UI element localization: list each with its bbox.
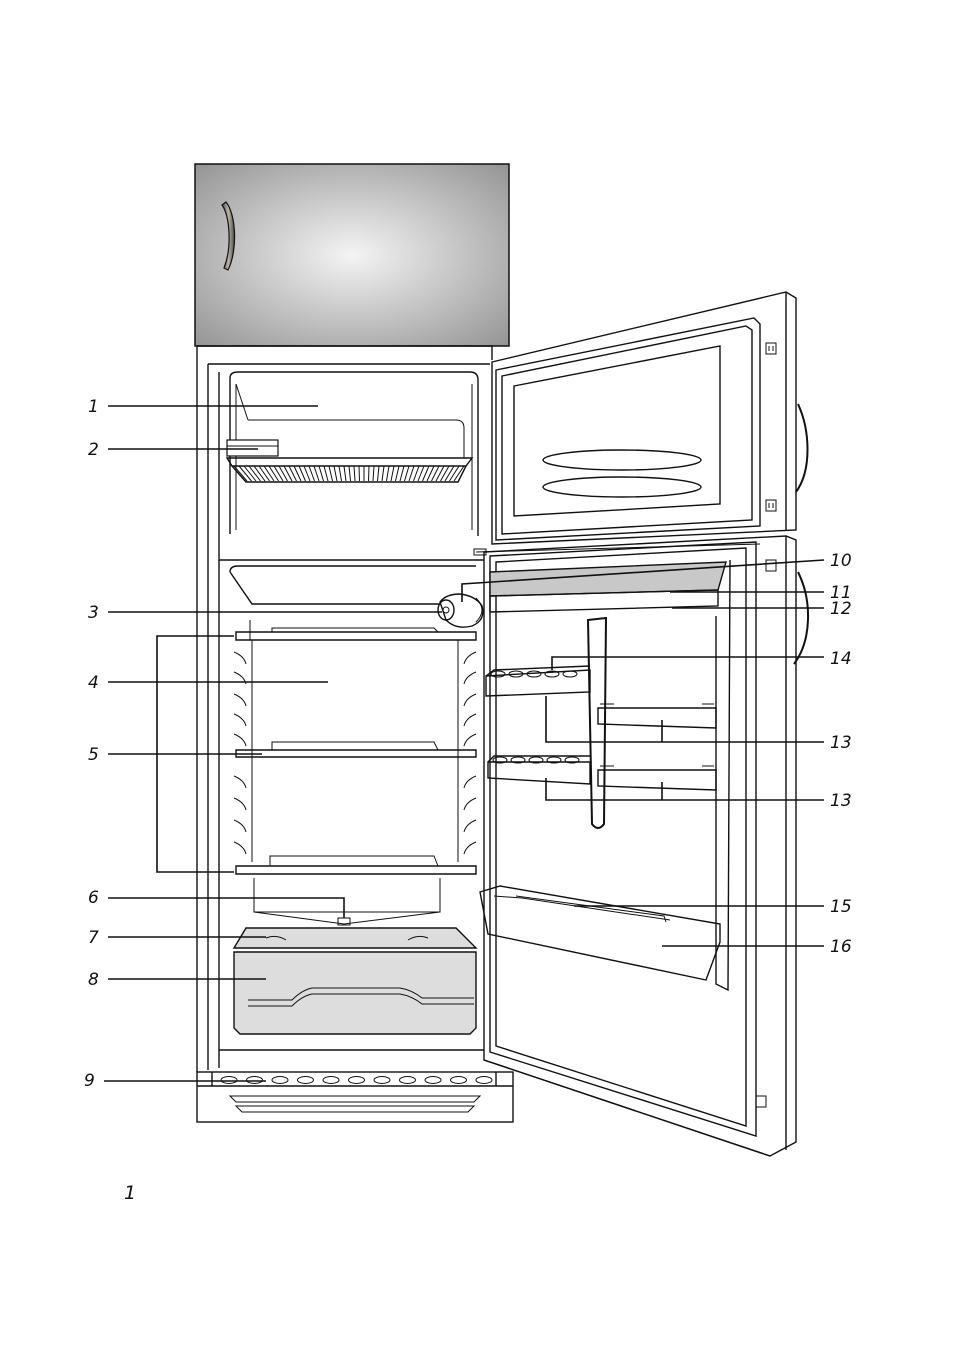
- glass-shelf-top: [236, 628, 476, 640]
- fridge-compartment: [157, 566, 513, 1122]
- figure-number: 1: [124, 1182, 136, 1204]
- crisper-cover: [234, 928, 476, 948]
- freezer-compartment: [227, 372, 478, 536]
- callout-10: 10: [830, 551, 852, 571]
- egg-rack-lower: [488, 756, 590, 784]
- door-shelf-lower-right: [598, 766, 716, 790]
- callout-2: 2: [88, 440, 99, 460]
- callout-16: 16: [830, 937, 852, 957]
- callout-13-lower: 13: [830, 791, 852, 811]
- glass-shelf-middle: [236, 742, 476, 757]
- callout-4: 4: [88, 673, 99, 693]
- freezer-door-side-handle: [796, 404, 808, 492]
- ventilation-grille: [197, 1072, 513, 1122]
- callout-5: 5: [88, 745, 99, 765]
- thermostat-knob: [438, 594, 483, 627]
- callout-1: 1: [88, 397, 99, 417]
- egg-rack-upper: [486, 666, 590, 696]
- freezer-door-closed: [195, 164, 509, 346]
- bottle-shelf: [480, 886, 720, 980]
- callout-3: 3: [88, 603, 99, 623]
- defrost-drain: [254, 878, 440, 925]
- crisper-drawer: [234, 952, 476, 1034]
- callout-15: 15: [830, 897, 852, 917]
- door-shelf-upper-right: [598, 704, 716, 728]
- callout-9: 9: [84, 1071, 95, 1091]
- callout-6: 6: [88, 888, 99, 908]
- callout-13-upper: 13: [830, 733, 852, 753]
- freezer-shelf: [227, 458, 472, 482]
- callout-14: 14: [830, 649, 852, 669]
- callout-7: 7: [88, 928, 99, 948]
- freezer-door-open: [492, 292, 808, 544]
- glass-shelf-bottom: [236, 856, 476, 874]
- ice-tray: [227, 440, 278, 456]
- fridge-door-open: [474, 536, 808, 1156]
- callout-8: 8: [88, 970, 99, 990]
- callout-12: 12: [830, 599, 852, 619]
